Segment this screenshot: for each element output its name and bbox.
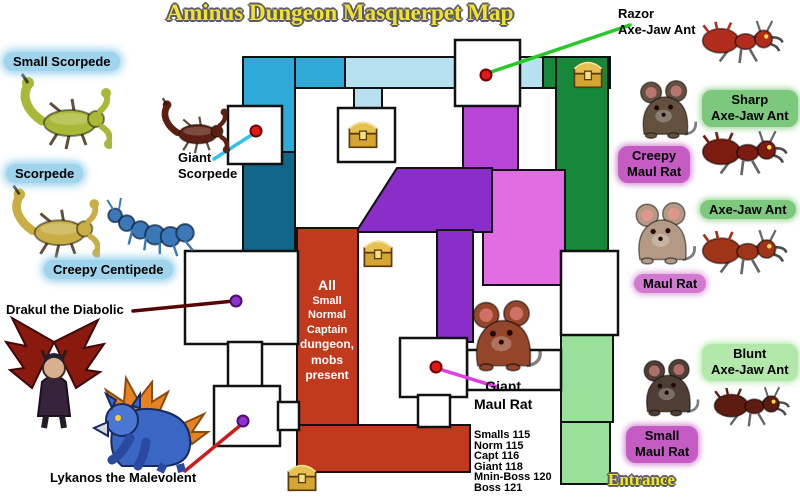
corridor-pink xyxy=(482,169,566,286)
giant-scorpede-image xyxy=(163,98,230,153)
small-maul-rat-label: Small Maul Rat xyxy=(626,426,699,463)
creepy-centipede-image xyxy=(106,196,196,258)
room-right xyxy=(559,249,620,337)
small-scorpede-image xyxy=(22,74,114,149)
page-title: Aminus Dungeon Masquerpet Map xyxy=(166,0,514,25)
creepy-centipede-label: Creepy Centipede xyxy=(44,260,173,279)
lykanos-label: Lykanos the Malevolent xyxy=(50,470,197,485)
note-line: All xyxy=(318,277,336,293)
location-markers xyxy=(229,68,493,428)
corridor-red-horizontal xyxy=(296,424,471,473)
passage-left xyxy=(226,340,264,390)
giant-maul-rat-pointer-line xyxy=(437,367,499,389)
sharp-axe-jaw-ant-label: Sharp Axe-Jaw Ant xyxy=(702,90,798,127)
lykanos-image xyxy=(91,374,211,474)
note-line: dungeon, xyxy=(300,337,354,352)
level-line: Capt 116 xyxy=(474,450,520,462)
scorpede-image xyxy=(14,186,102,258)
corridor-lightgreen-2 xyxy=(560,421,611,485)
room-drakul xyxy=(183,249,300,346)
center-note: All Small Normal Captain dungeon, mobs p… xyxy=(296,276,358,384)
scorpede-label: Scorpede xyxy=(6,164,84,183)
note-line: present xyxy=(305,368,349,383)
giant-scorpede-label: Giant Scorpede xyxy=(178,150,238,182)
maul-rat-image xyxy=(634,202,697,266)
drakul-label: Drakul the Diabolic xyxy=(6,302,124,317)
note-line: Captain xyxy=(306,323,348,336)
axe-jaw-ant-label: Axe-Jaw Ant xyxy=(700,200,796,219)
corridor-stub-pale-blue xyxy=(353,87,383,111)
corridor-lightgreen-1 xyxy=(560,332,614,423)
corridor-left-teal xyxy=(242,151,296,256)
level-line: Smalls 115 xyxy=(474,429,531,441)
small-scorpede-label: Small Scorpede xyxy=(4,52,120,71)
corridors xyxy=(242,56,614,485)
giant-maul-rat-image xyxy=(471,300,543,373)
sharp-axe-jaw-ant-image xyxy=(701,129,788,177)
level-line: Mnin-Boss 120 xyxy=(474,471,552,483)
blunt-axe-jaw-ant-image xyxy=(713,385,791,428)
maul-rat-label: Maul Rat xyxy=(634,274,707,293)
drakul-pointer-line xyxy=(131,299,236,313)
giant-maul-rat-marker xyxy=(429,360,443,374)
passage-lykanos-red xyxy=(276,400,301,432)
pointer-lines xyxy=(131,23,632,473)
giant-maul-rat-label: Giant Maul Rat xyxy=(474,378,533,412)
blunt-axe-jaw-ant-label: Blunt Axe-Jaw Ant xyxy=(702,344,798,381)
level-line: Giant 118 xyxy=(474,460,523,473)
razor-ant-pointer-line xyxy=(486,23,632,75)
corridor-violet-stub xyxy=(462,99,519,175)
note-line: Small xyxy=(312,295,342,308)
small-maul-rat-image xyxy=(642,358,700,418)
treasure-chest-icon xyxy=(287,464,317,492)
level-list: Smalls 115 Norm 115 Capt 116 Giant 118 M… xyxy=(474,430,552,493)
drakul-marker xyxy=(229,294,243,308)
note-line: Normal xyxy=(308,309,346,322)
razor-axe-jaw-ant-image xyxy=(701,19,784,65)
corridor-purple-arm xyxy=(436,229,474,343)
level-line: Boss 121 xyxy=(474,481,523,494)
corridor-purple-horizontal xyxy=(354,167,493,233)
giant-scorpede-pointer-line xyxy=(212,132,255,161)
creepy-maul-rat-image xyxy=(639,80,698,140)
level-line: Norm 115 xyxy=(474,439,524,452)
axe-jaw-ant-image xyxy=(701,228,788,276)
lykanos-marker xyxy=(236,414,250,428)
treasure-chest-icon xyxy=(348,121,378,149)
giant-scorpede-marker xyxy=(249,124,263,138)
note-line: mobs xyxy=(310,352,343,367)
treasure-chest-icon xyxy=(363,240,393,268)
razor-ant-marker xyxy=(479,68,493,82)
drakul-image xyxy=(3,315,107,429)
passage-room-red xyxy=(416,393,452,429)
entrance-label: Entrance xyxy=(608,470,676,489)
lykanos-pointer-line xyxy=(183,422,244,473)
razor-axe-jaw-ant-label: Razor Axe-Jaw Ant xyxy=(618,6,696,38)
treasure-chest-icon xyxy=(573,61,603,89)
creepy-maul-rat-label: Creepy Maul Rat xyxy=(618,146,691,183)
